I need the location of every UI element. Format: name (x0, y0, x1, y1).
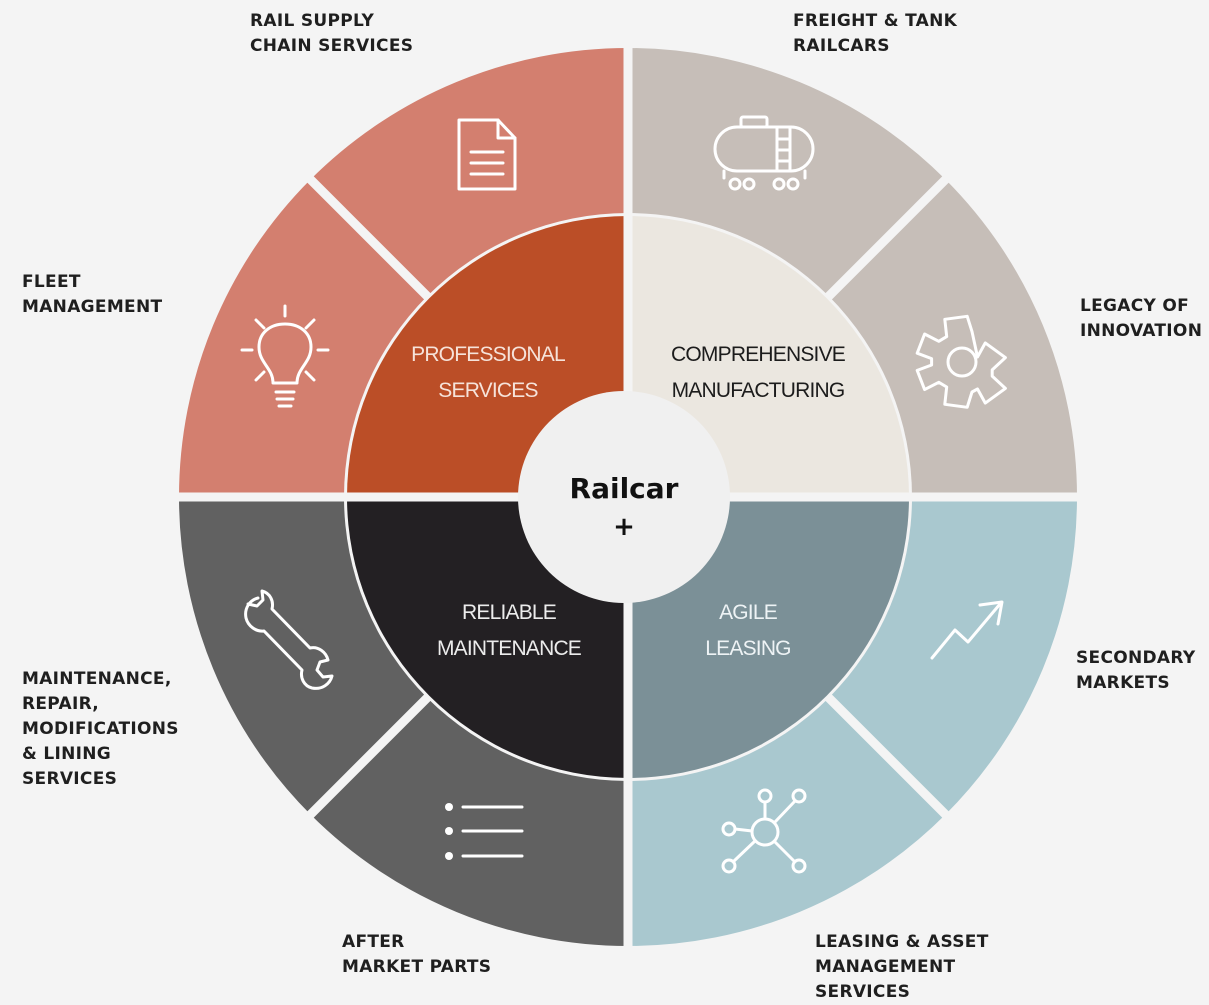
wrench-icon (244, 589, 334, 690)
label-rail-supply-chain: RAIL SUPPLY CHAIN SERVICES (250, 11, 414, 56)
label-maintenance-repair: MAINTENANCE, REPAIR, MODIFICATIONS & LIN… (22, 669, 179, 789)
quadrant-leasing-label-2: LEASING (705, 637, 790, 660)
list-icon (461, 805, 524, 858)
tank-car-icon (713, 115, 815, 191)
label-leasing-asset-management: LEASING & ASSET MANAGEMENT SERVICES (815, 932, 989, 1002)
center-hub (518, 391, 730, 603)
quadrant-professional-label-2: SERVICES (438, 379, 538, 402)
quadrant-professional-label-1: PROFESSIONAL (411, 343, 565, 366)
label-legacy-of-innovation: LEGACY OF INNOVATION (1080, 296, 1203, 341)
label-aftermarket-parts: AFTER MARKET PARTS (342, 932, 492, 977)
network-icon (721, 788, 807, 874)
quadrant-manufacturing-label-2: MANUFACTURING (672, 379, 845, 402)
quadrant-manufacturing-label-1: COMPREHENSIVE (671, 343, 846, 366)
gear-icon (915, 314, 1007, 409)
quadrant-leasing-label-1: AGILE (719, 601, 778, 624)
quadrant-maintenance-label-2: MAINTENANCE (437, 637, 582, 660)
label-freight-tank-railcars: FREIGHT & TANK RAILCARS (793, 11, 958, 56)
lightbulb-icon (240, 304, 330, 408)
trend-arrow-icon (930, 600, 1004, 660)
label-fleet-management: FLEET MANAGEMENT (22, 272, 163, 317)
center-title: Railcar (570, 472, 679, 505)
center-plus: + (613, 512, 635, 542)
label-secondary-markets: SECONDARY MARKETS (1076, 648, 1196, 693)
quadrant-maintenance-label-1: RELIABLE (462, 601, 557, 624)
document-icon (457, 118, 517, 191)
